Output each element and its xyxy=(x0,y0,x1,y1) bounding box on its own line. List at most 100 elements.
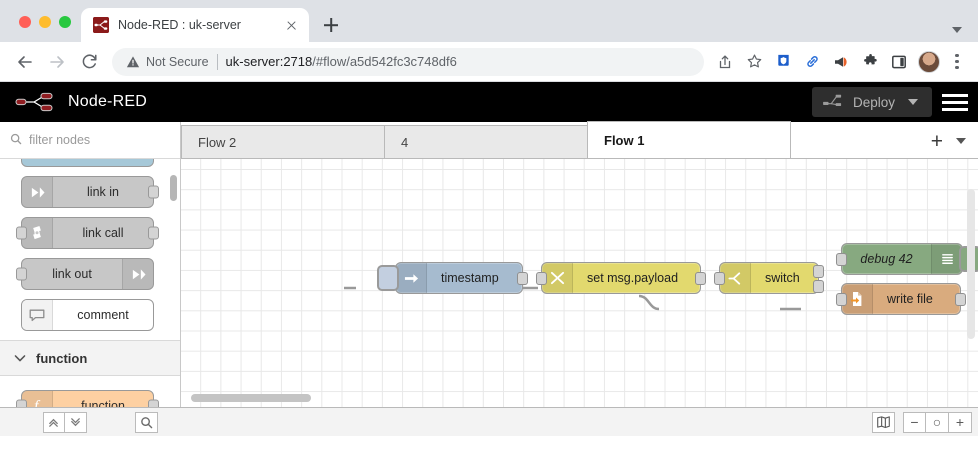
palette-node-label: function xyxy=(81,399,125,407)
kebab-menu-icon[interactable] xyxy=(946,53,968,70)
link-call-icon xyxy=(22,218,53,248)
profile-avatar[interactable] xyxy=(918,50,940,73)
security-label: Not Secure xyxy=(146,54,209,69)
output-port[interactable] xyxy=(148,185,159,199)
app-header: Node-RED Deploy xyxy=(0,82,978,122)
chevron-down-icon xyxy=(14,351,26,366)
shield-icon[interactable] xyxy=(770,49,796,75)
app-body: filter nodes link in xyxy=(0,121,978,407)
zoom-in-button[interactable]: + xyxy=(949,411,972,433)
zoom-reset-button[interactable]: ○ xyxy=(926,411,949,433)
security-status[interactable]: Not Secure xyxy=(126,55,209,69)
chevron-down-icon[interactable] xyxy=(908,99,918,105)
bookmark-star-icon[interactable] xyxy=(741,49,767,75)
flow-canvas[interactable]: timestamp set msg.payload xyxy=(181,159,978,407)
back-arrow-icon[interactable] xyxy=(10,47,40,77)
output-port-1[interactable] xyxy=(813,265,824,278)
output-port[interactable] xyxy=(955,293,966,306)
output-port[interactable] xyxy=(148,226,159,240)
address-bar[interactable]: Not Secure uk-server:2718/#flow/a5d542fc… xyxy=(112,47,704,76)
new-tab-button[interactable] xyxy=(317,11,345,39)
deploy-label: Deploy xyxy=(852,94,895,110)
puzzle-extension-icon[interactable] xyxy=(857,49,883,75)
url-host: uk-server:2718 xyxy=(225,54,313,69)
palette-node-link-call[interactable]: link call xyxy=(16,217,159,249)
sidebar-collapse-group xyxy=(42,411,87,433)
input-port[interactable] xyxy=(714,272,725,285)
flow-node-write-file[interactable]: write file xyxy=(836,283,966,315)
output-port-2[interactable] xyxy=(813,280,824,293)
flow-node-change-set-msg-payload[interactable]: set msg.payload xyxy=(536,262,706,294)
flow-tab-4[interactable]: 4 xyxy=(384,125,588,158)
url-path: /#flow/a5d542fc3c748df6 xyxy=(312,54,457,69)
flow-node-inject-timestamp[interactable]: timestamp xyxy=(377,262,528,294)
node-red-logo: Node-RED xyxy=(14,91,147,113)
deploy-button[interactable]: Deploy xyxy=(811,87,932,117)
palette-node-link-in[interactable]: link in xyxy=(21,176,159,208)
expand-all-button[interactable] xyxy=(64,411,87,433)
side-panel-icon[interactable] xyxy=(886,49,912,75)
plus-icon: + xyxy=(955,414,965,430)
zoom-out-button[interactable]: − xyxy=(903,411,926,433)
input-port[interactable] xyxy=(536,272,547,285)
navigator-button[interactable] xyxy=(872,411,895,433)
flow-tab-flow-2[interactable]: Flow 2 xyxy=(181,125,385,158)
flow-tab-flow-1[interactable]: Flow 1 xyxy=(587,121,791,158)
switch-branch-icon xyxy=(720,263,751,293)
status-bar: − ○ + xyxy=(0,407,978,436)
browser-tab[interactable]: Node-RED : uk-server xyxy=(81,8,309,42)
input-port[interactable] xyxy=(836,253,847,266)
close-window-button[interactable] xyxy=(19,16,31,28)
browser-tab-strip: Node-RED : uk-server xyxy=(0,0,978,42)
node-palette: filter nodes link in xyxy=(0,122,181,407)
close-icon[interactable] xyxy=(283,17,300,34)
collapse-all-button[interactable] xyxy=(42,411,65,433)
flow-tab-label: 4 xyxy=(401,134,409,150)
forward-arrow-icon[interactable] xyxy=(42,47,72,77)
flow-tab-label: Flow 2 xyxy=(198,134,237,150)
chevron-down-icon[interactable] xyxy=(956,137,966,144)
share-icon[interactable] xyxy=(712,49,738,75)
search-button[interactable] xyxy=(135,411,158,433)
comment-icon xyxy=(22,300,53,330)
canvas-horizontal-scrollbar[interactable] xyxy=(191,394,311,402)
palette-node-function[interactable]: f function xyxy=(16,390,159,407)
input-port[interactable] xyxy=(16,267,27,281)
warning-triangle-icon xyxy=(126,55,140,67)
palette-node-label: comment xyxy=(77,308,129,322)
add-flow-button[interactable]: + xyxy=(930,130,943,153)
palette-scroll-area: link in link call link out xyxy=(0,159,180,407)
wire-switch-writefile xyxy=(638,294,660,311)
link-icon[interactable] xyxy=(799,49,825,75)
megaphone-icon[interactable] xyxy=(828,49,854,75)
output-port[interactable] xyxy=(148,399,159,407)
output-port[interactable] xyxy=(695,272,706,285)
reload-icon[interactable] xyxy=(74,47,104,77)
browser-toolbar: Not Secure uk-server:2718/#flow/a5d542fc… xyxy=(0,42,978,82)
circle-icon: ○ xyxy=(932,414,942,430)
filter-nodes-input[interactable]: filter nodes xyxy=(0,122,180,159)
inject-trigger-button[interactable] xyxy=(377,265,399,291)
palette-node-label: link in xyxy=(87,185,119,199)
palette-category-function[interactable]: function xyxy=(0,340,180,376)
palette-scrollbar[interactable] xyxy=(170,175,177,201)
flow-node-debug-42[interactable]: debug 42 xyxy=(836,243,978,275)
minimize-window-button[interactable] xyxy=(39,16,51,28)
input-port[interactable] xyxy=(836,293,847,306)
maximize-window-button[interactable] xyxy=(59,16,71,28)
chevron-down-icon[interactable] xyxy=(952,27,962,33)
flow-node-label: timestamp xyxy=(441,271,499,285)
palette-node-clipped-top[interactable] xyxy=(21,159,154,167)
output-port[interactable] xyxy=(517,272,528,285)
canvas-vertical-scrollbar[interactable] xyxy=(967,189,975,339)
input-port[interactable] xyxy=(16,226,27,240)
hamburger-menu-icon[interactable] xyxy=(932,82,978,122)
palette-node-comment[interactable]: comment xyxy=(21,299,154,331)
flow-node-switch[interactable]: switch xyxy=(714,262,824,294)
statusbar-zoom-group: − ○ + xyxy=(872,411,972,433)
input-port[interactable] xyxy=(16,399,27,407)
flow-node-label: set msg.payload xyxy=(587,271,679,285)
link-in-icon xyxy=(22,177,53,207)
workspace: Flow 2 4 Flow 1 + xyxy=(181,121,978,407)
palette-node-link-out[interactable]: link out xyxy=(16,258,154,290)
